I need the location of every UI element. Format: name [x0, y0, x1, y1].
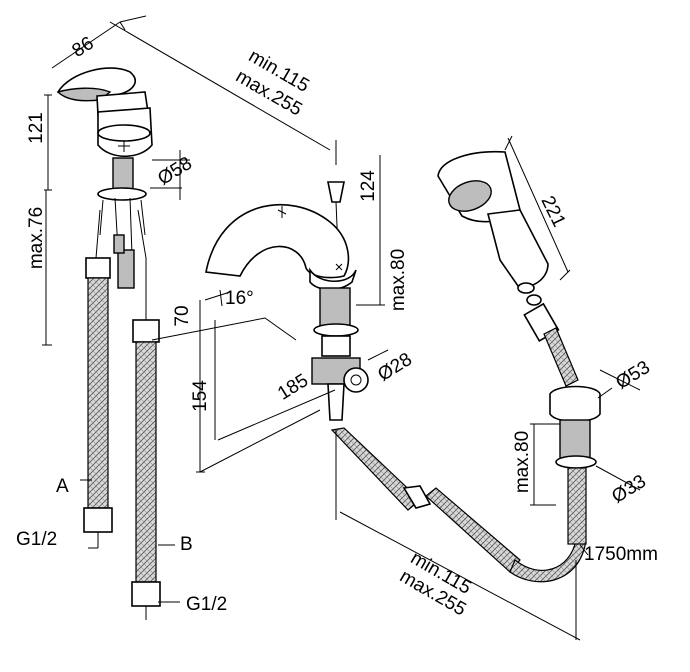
dim-height-70: 70 — [172, 305, 193, 326]
supply-hose-b — [131, 209, 161, 620]
shower-hose-lower — [330, 427, 587, 583]
dim-hose-length: 1750mm — [584, 544, 658, 565]
label-hose-a: A — [56, 476, 69, 497]
dim-max-80-hand: max.80 — [512, 431, 533, 493]
dim-diameter-53: Ø53 — [612, 357, 654, 394]
dim-max-80-spout: max.80 — [388, 249, 409, 311]
dim-diameter-28: Ø28 — [374, 349, 416, 386]
left-dimension-lines — [42, 15, 331, 603]
label-thread-b: G1/2 — [186, 594, 227, 615]
dim-height-124: 124 — [358, 170, 379, 202]
dim-max-76: max.76 — [26, 207, 47, 269]
label-hose-b: B — [180, 534, 193, 555]
dim-length-221: 221 — [537, 193, 570, 231]
label-thread-a: G1/2 — [16, 529, 57, 550]
middle-dimension-lines — [151, 140, 581, 641]
dim-height-121: 121 — [26, 112, 47, 144]
dim-angle: 16° — [225, 288, 254, 309]
spout-assembly — [205, 181, 369, 421]
mixer-body-assembly — [56, 67, 153, 289]
dim-diameter-58: Ø58 — [154, 153, 196, 190]
hand-shower-assembly — [437, 150, 601, 545]
dim-width-86: 86 — [69, 33, 98, 62]
dim-depth-185: 185 — [274, 370, 312, 405]
dim-height-154: 154 — [190, 380, 211, 412]
supply-hose-a — [83, 209, 113, 548]
right-dimension-lines — [504, 135, 641, 556]
